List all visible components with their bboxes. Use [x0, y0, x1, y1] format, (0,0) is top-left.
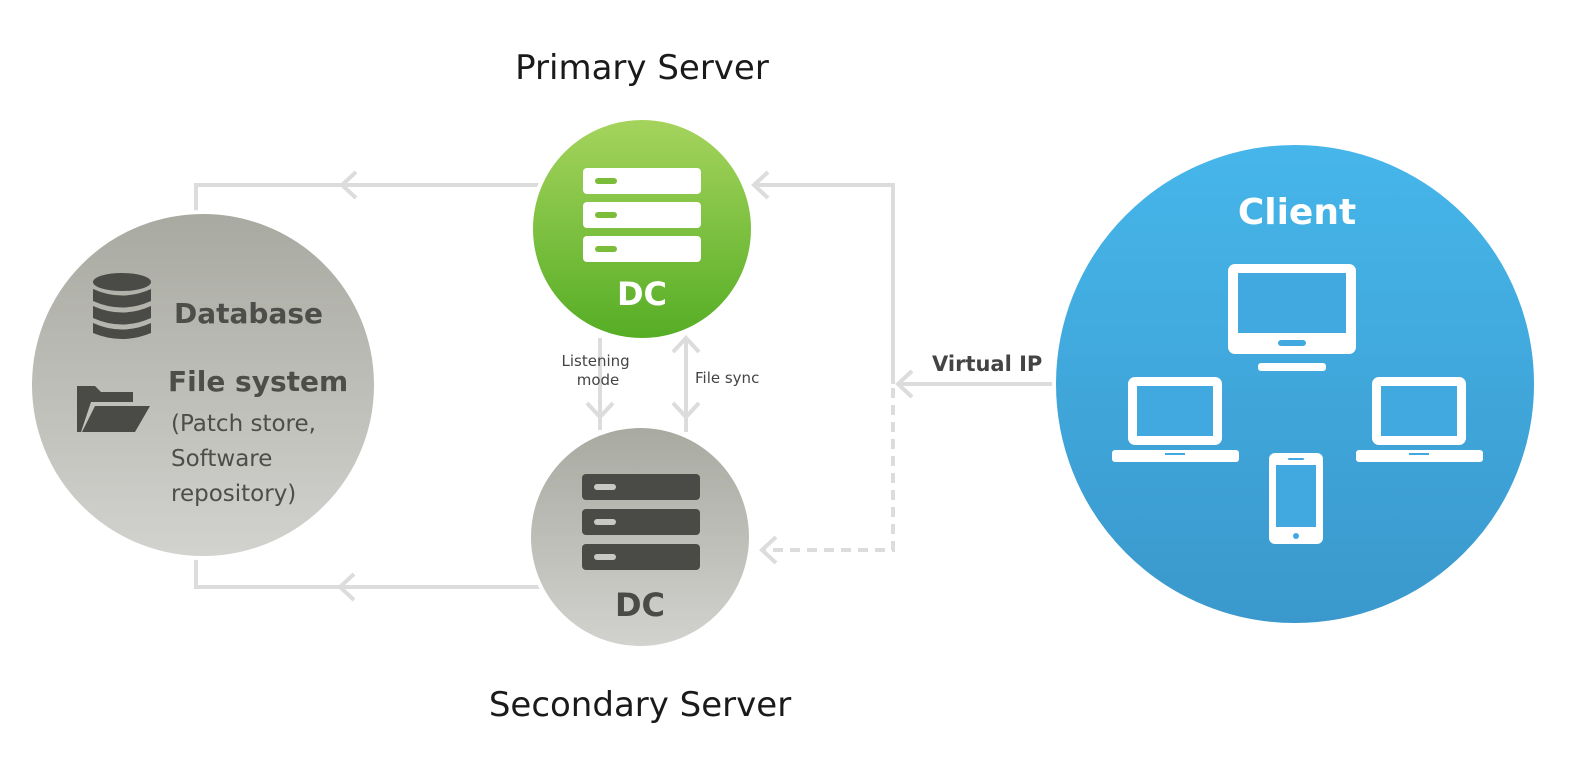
client-title: Client: [1238, 192, 1356, 233]
secondary-server-node: DC: [527, 424, 753, 650]
file-sync-label: File sync: [695, 369, 759, 387]
file-system-label: File system: [168, 365, 348, 398]
folder-icon: [77, 386, 150, 432]
client-circle: [1052, 141, 1538, 627]
file-sync-arrowhead-down: [671, 401, 701, 420]
listening-mode-arrowhead: [585, 401, 615, 420]
listening-mode-label: Listening mode: [562, 352, 635, 389]
secondary-dc-label: DC: [615, 586, 665, 624]
database-icon: [93, 273, 151, 339]
laptop-icon: [1112, 377, 1239, 462]
server-stack-icon: [582, 474, 700, 570]
storage-node: Database File system (Patch store, Softw…: [28, 210, 378, 560]
server-stack-icon: [583, 168, 701, 262]
primary-server-node: DC: [529, 116, 755, 342]
primary-dc-label: DC: [617, 275, 667, 313]
primary-to-storage-arrowhead: [339, 170, 358, 200]
connectors: [194, 170, 1055, 602]
primary-server-title: Primary Server: [515, 48, 769, 88]
secondary-to-storage-arrowhead: [337, 572, 356, 602]
phone-icon: [1269, 453, 1323, 544]
file-system-note: (Patch store, Software repository): [171, 411, 323, 507]
laptop-icon: [1356, 377, 1483, 462]
vip-to-primary-line: [755, 183, 895, 384]
client-node: Client: [1052, 141, 1538, 627]
virtual-ip-arrowhead: [895, 369, 914, 399]
vip-to-primary-arrowhead: [751, 170, 770, 200]
vip-to-secondary-arrowhead: [759, 535, 778, 565]
secondary-server-title: Secondary Server: [489, 685, 791, 725]
file-sync-arrowhead-up: [671, 335, 701, 354]
monitor-icon: [1228, 264, 1356, 371]
virtual-ip-label: Virtual IP: [932, 352, 1042, 376]
vip-to-secondary-dashed-line: [762, 388, 895, 552]
database-label: Database: [174, 297, 323, 330]
secondary-to-storage-line: [194, 555, 540, 589]
primary-to-storage-line: [194, 183, 540, 215]
